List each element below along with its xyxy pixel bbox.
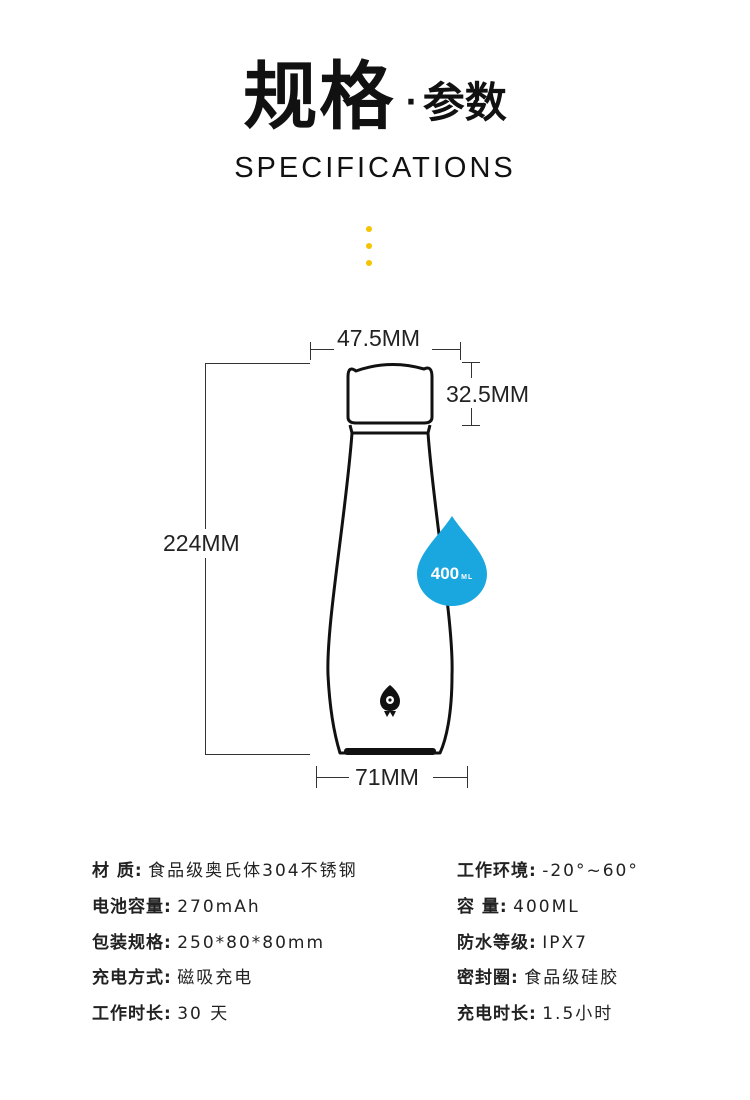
spec-left-0: 材 质: 食品级奥氏体304不锈钢 bbox=[92, 863, 358, 880]
spec-value: 食品级硅胶 bbox=[524, 968, 620, 988]
spec-label: 工作环境: bbox=[457, 861, 537, 881]
dim-height-line-top bbox=[205, 363, 206, 529]
spec-value: 400ML bbox=[513, 897, 580, 917]
dot-2 bbox=[366, 243, 372, 249]
spec-label: 密封圈: bbox=[457, 968, 519, 988]
spec-value: 食品级奥氏体304不锈钢 bbox=[148, 861, 358, 881]
spec-left-1: 电池容量: 270mAh bbox=[92, 899, 261, 916]
dim-cap-line-top bbox=[471, 362, 472, 378]
dim-top-right-tick bbox=[460, 342, 461, 360]
spec-label: 材 质: bbox=[92, 861, 143, 881]
title-sub: 参数 bbox=[422, 78, 507, 127]
spec-value: IPX7 bbox=[542, 933, 588, 953]
dim-cap-bottom-tick bbox=[462, 425, 480, 426]
dim-total-height: 224MM bbox=[163, 530, 240, 556]
brand-logo-icon bbox=[380, 685, 400, 717]
title-main: 规格 bbox=[243, 54, 396, 140]
dim-top-line-right bbox=[432, 349, 460, 350]
dim-top-left-tick bbox=[310, 342, 311, 360]
spec-label: 充电方式: bbox=[92, 968, 172, 988]
spec-value: 30 天 bbox=[177, 1004, 230, 1024]
bottle-neck bbox=[348, 424, 432, 435]
bottle-base bbox=[344, 748, 436, 755]
spec-left-2: 包装规格: 250*80*80mm bbox=[92, 935, 325, 952]
spec-right-2: 防水等级: IPX7 bbox=[457, 935, 588, 952]
bottle-illustration bbox=[326, 362, 454, 755]
spec-right-1: 容 量: 400ML bbox=[457, 899, 580, 916]
dim-height-line-bottom bbox=[205, 558, 206, 754]
dim-bottom-right-tick bbox=[467, 766, 468, 788]
bottle-cap bbox=[346, 362, 434, 425]
capacity-value: 400 bbox=[430, 564, 460, 583]
spec-value: 270mAh bbox=[177, 897, 261, 917]
spec-value: -20°~60° bbox=[542, 861, 639, 881]
spec-value: 磁吸充电 bbox=[177, 968, 254, 988]
spec-label: 容 量: bbox=[457, 897, 508, 917]
spec-label: 电池容量: bbox=[92, 897, 172, 917]
dim-height-bottom-tick bbox=[205, 754, 310, 755]
dot-1 bbox=[366, 226, 372, 232]
spec-value: 250*80*80mm bbox=[177, 933, 326, 953]
spec-right-3: 密封圈: 食品级硅胶 bbox=[457, 970, 619, 987]
spec-right-4: 充电时长: 1.5小时 bbox=[457, 1006, 613, 1023]
spec-value: 1.5小时 bbox=[542, 1004, 614, 1024]
dim-width-bottom: 71MM bbox=[355, 764, 419, 790]
page-title: 规格 · 参数 bbox=[0, 60, 750, 134]
dim-width-top: 47.5MM bbox=[337, 325, 421, 351]
spec-label: 充电时长: bbox=[457, 1004, 537, 1024]
spec-label: 防水等级: bbox=[457, 933, 537, 953]
spec-right-0: 工作环境: -20°~60° bbox=[457, 863, 639, 880]
subtitle: SPECIFICATIONS bbox=[234, 152, 516, 184]
water-drop-icon bbox=[417, 516, 487, 606]
dim-cap-height: 32.5MM bbox=[446, 381, 530, 407]
spec-left-3: 充电方式: 磁吸充电 bbox=[92, 970, 253, 987]
dim-cap-line-bottom bbox=[471, 408, 472, 425]
title-dot: · bbox=[405, 85, 417, 120]
spec-label: 包装规格: bbox=[92, 933, 172, 953]
spec-left-4: 工作时长: 30 天 bbox=[92, 1006, 229, 1023]
dim-top-line-left bbox=[310, 349, 334, 350]
dim-height-top-tick bbox=[205, 363, 310, 364]
dot-3 bbox=[366, 260, 372, 266]
dim-bottom-line-left bbox=[316, 777, 349, 778]
decorative-dots bbox=[366, 226, 374, 277]
capacity-unit: ML bbox=[461, 574, 474, 581]
dim-bottom-line-right bbox=[433, 777, 467, 778]
spec-label: 工作时长: bbox=[92, 1004, 172, 1024]
